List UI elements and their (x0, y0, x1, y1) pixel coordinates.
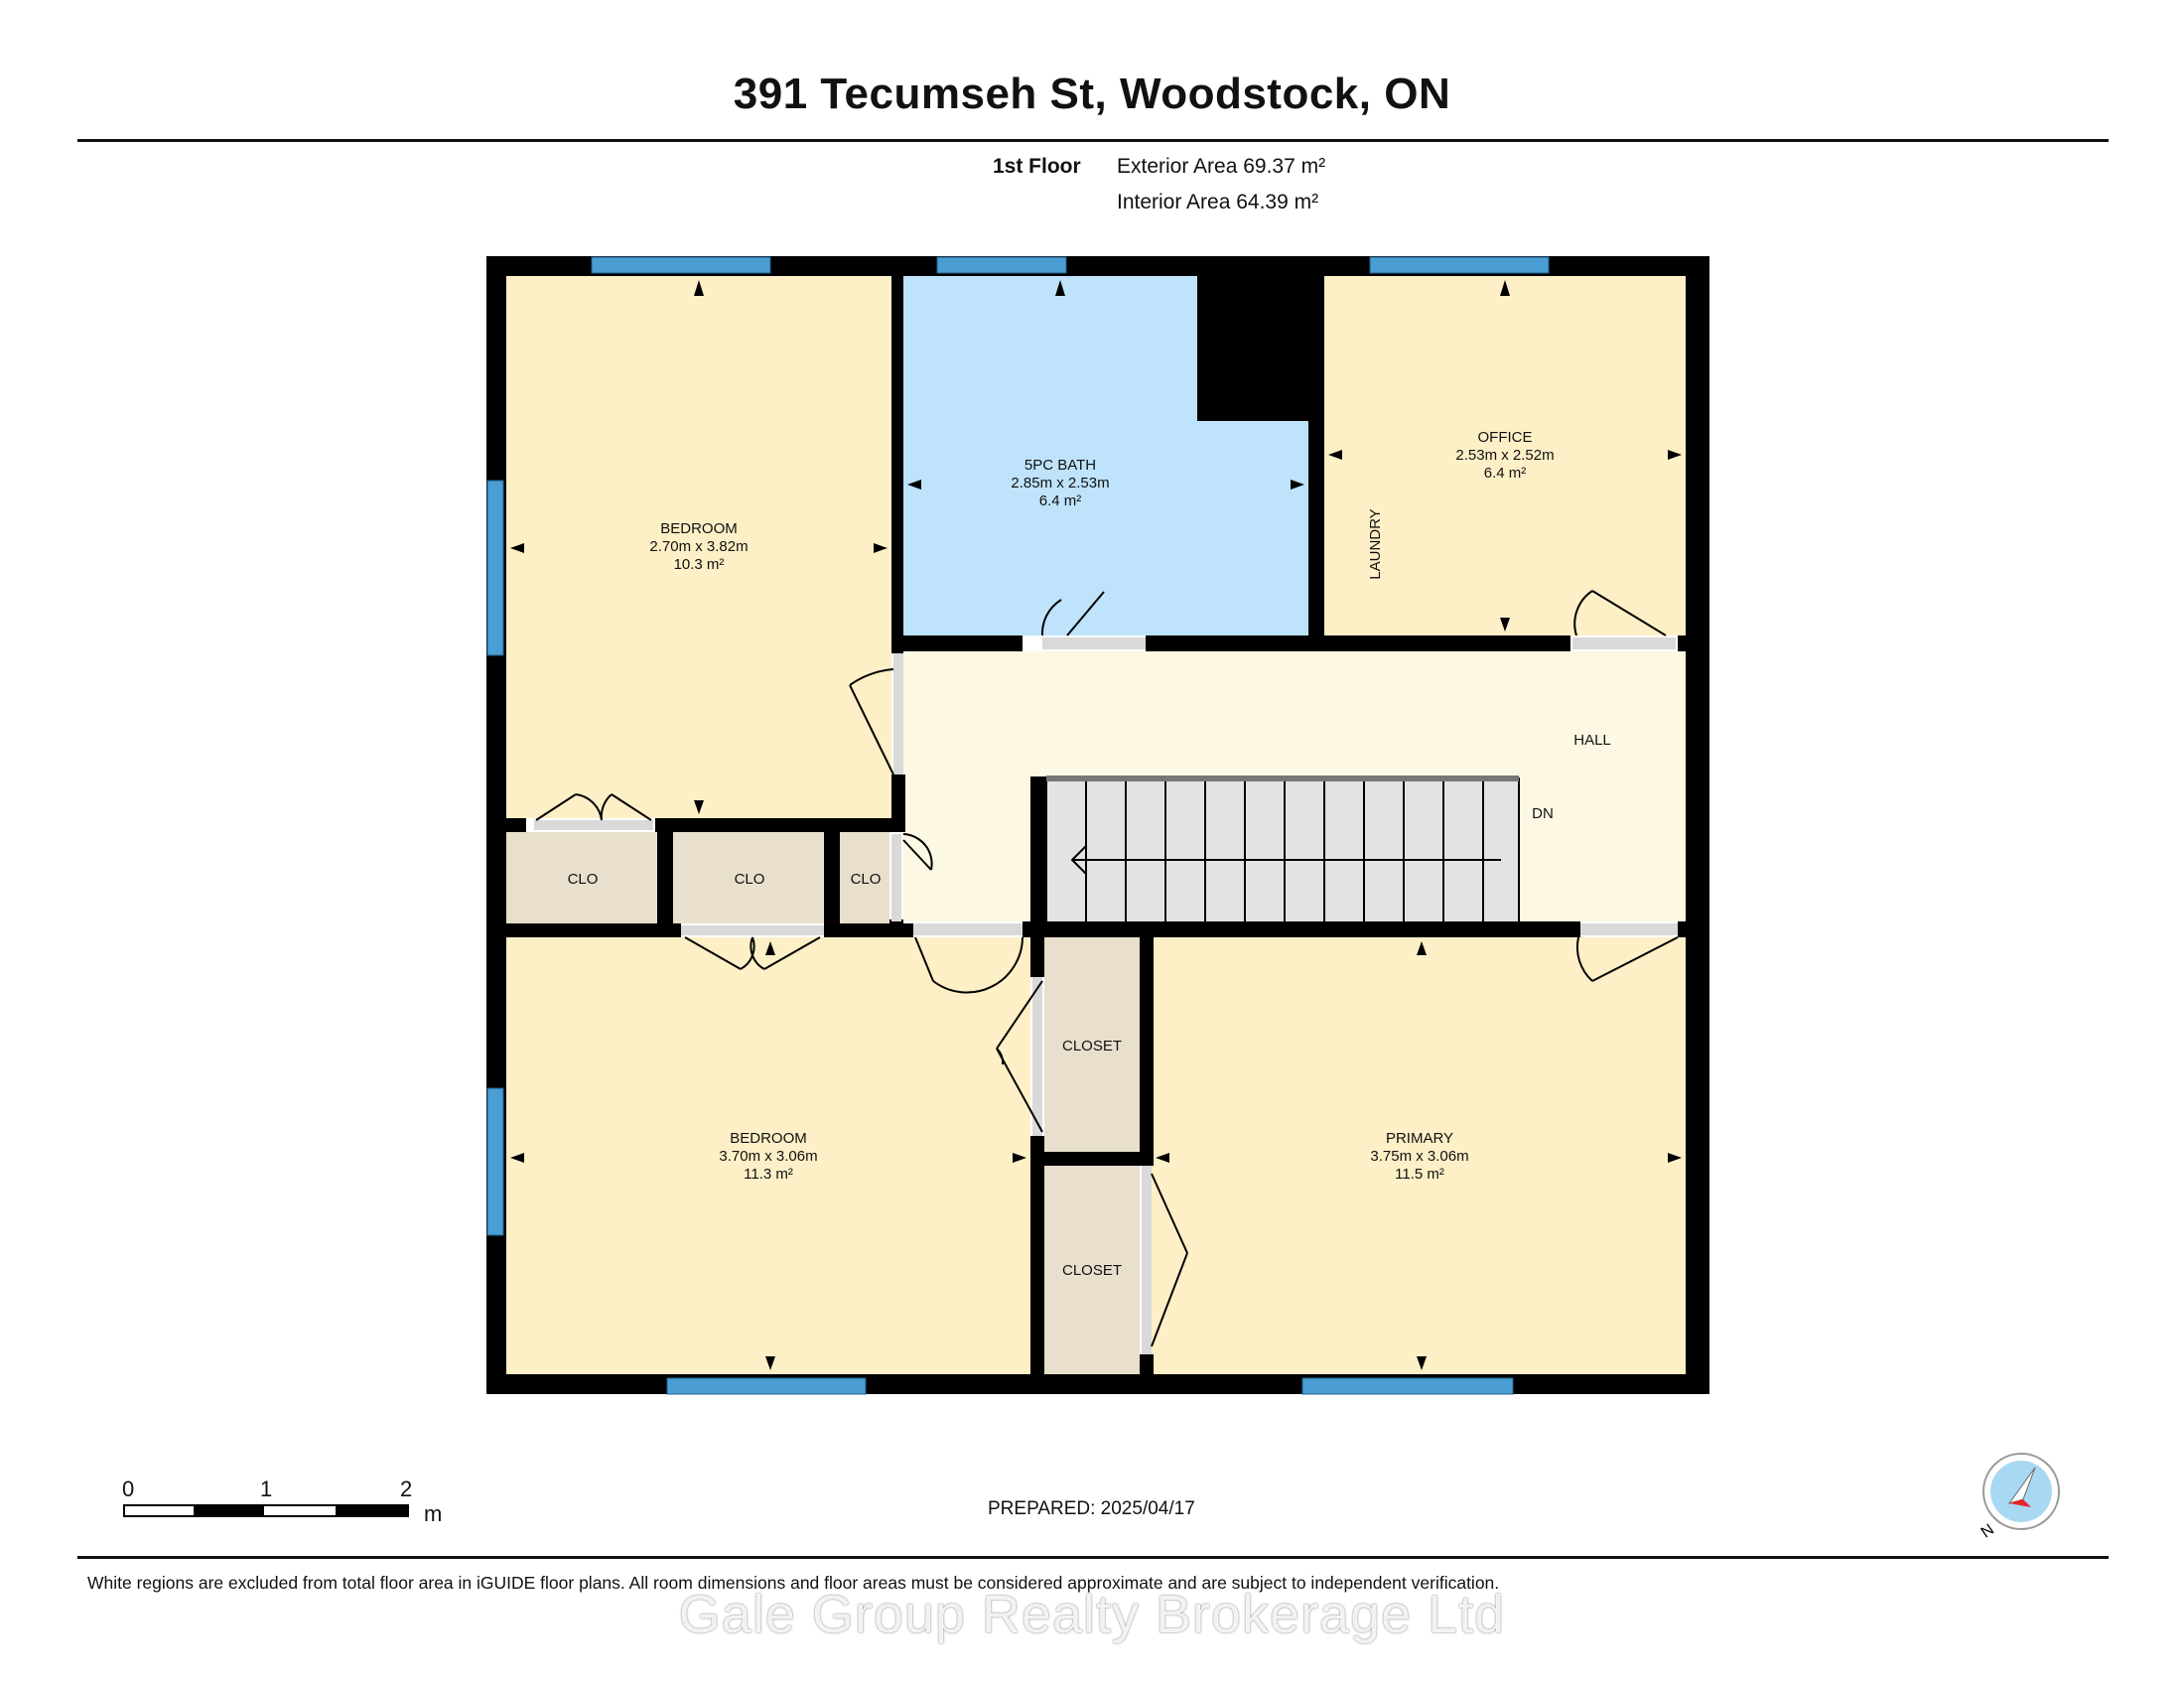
bath-area: 6.4 m² (1039, 492, 1082, 509)
bedroom-sw-dims: 3.70m x 3.06m (719, 1148, 817, 1165)
primary-area: 11.5 m² (1395, 1166, 1444, 1183)
closet2-label: CLOSET (1062, 1262, 1122, 1279)
office-floor (1324, 276, 1686, 635)
clo3-floor (840, 832, 889, 923)
exterior-area: Exterior Area 69.37 m² (1117, 155, 1326, 178)
stairs (1045, 775, 1520, 924)
compass-icon: N (1979, 1453, 2060, 1539)
office-dims: 2.53m x 2.52m (1455, 447, 1554, 464)
bath-dims: 2.85m x 2.53m (1011, 475, 1109, 492)
header-rule (77, 139, 2109, 142)
primary-floor (1152, 937, 1686, 1374)
scale-bar (123, 1504, 409, 1517)
clo2-floor (673, 832, 824, 923)
door-openings (534, 637, 1678, 1354)
scale-tick-2: 2 (400, 1477, 413, 1501)
clo1-floor (506, 832, 657, 923)
interior-area: Interior Area 64.39 m² (1117, 191, 1319, 213)
prepared-date: PREPARED: 2025/04/17 (988, 1498, 1195, 1519)
watermark-text: Gale Group Realty Brokerage Ltd (678, 1585, 1506, 1644)
laundry-label: LAUNDRY (1367, 508, 1384, 579)
scale-unit: m (424, 1501, 443, 1526)
floor-label: 1st Floor (993, 155, 1081, 178)
chimney-block (1197, 276, 1308, 421)
bedroom-sw-name: BEDROOM (730, 1130, 807, 1147)
bedroom-nw-name: BEDROOM (660, 520, 738, 537)
compass-north-label: N (1979, 1521, 1997, 1539)
closet2-floor (1044, 1164, 1140, 1374)
disclaimer-text: White regions are excluded from total fl… (87, 1573, 1500, 1593)
clo3-label: CLO (851, 871, 882, 888)
door-swings (535, 590, 1679, 1347)
bedroom-nw-floor (506, 276, 891, 818)
scale-tick-1: 1 (260, 1477, 273, 1501)
office-name: OFFICE (1478, 429, 1533, 446)
clo1-label: CLO (568, 871, 599, 888)
windows (486, 256, 1550, 1395)
hall-label: HALL (1573, 732, 1611, 749)
closet1-label: CLOSET (1062, 1038, 1122, 1055)
dimension-arrows (510, 280, 1682, 1370)
stairs-dn-label: DN (1532, 805, 1554, 822)
closet1-floor (1044, 937, 1140, 1152)
bedroom-nw-dims: 2.70m x 3.82m (649, 538, 748, 555)
footer-rule (77, 1556, 2109, 1559)
bedroom-sw-floor (506, 937, 1030, 1374)
bedroom-nw-area: 10.3 m² (674, 556, 725, 573)
primary-name: PRIMARY (1386, 1130, 1453, 1147)
scale-tick-0: 0 (122, 1477, 135, 1501)
bath-name: 5PC BATH (1024, 457, 1096, 474)
office-area: 6.4 m² (1484, 465, 1527, 482)
primary-dims: 3.75m x 3.06m (1370, 1148, 1468, 1165)
page-title: 391 Tecumseh St, Woodstock, ON (733, 70, 1451, 118)
bedroom-sw-area: 11.3 m² (744, 1166, 793, 1183)
clo2-label: CLO (735, 871, 765, 888)
